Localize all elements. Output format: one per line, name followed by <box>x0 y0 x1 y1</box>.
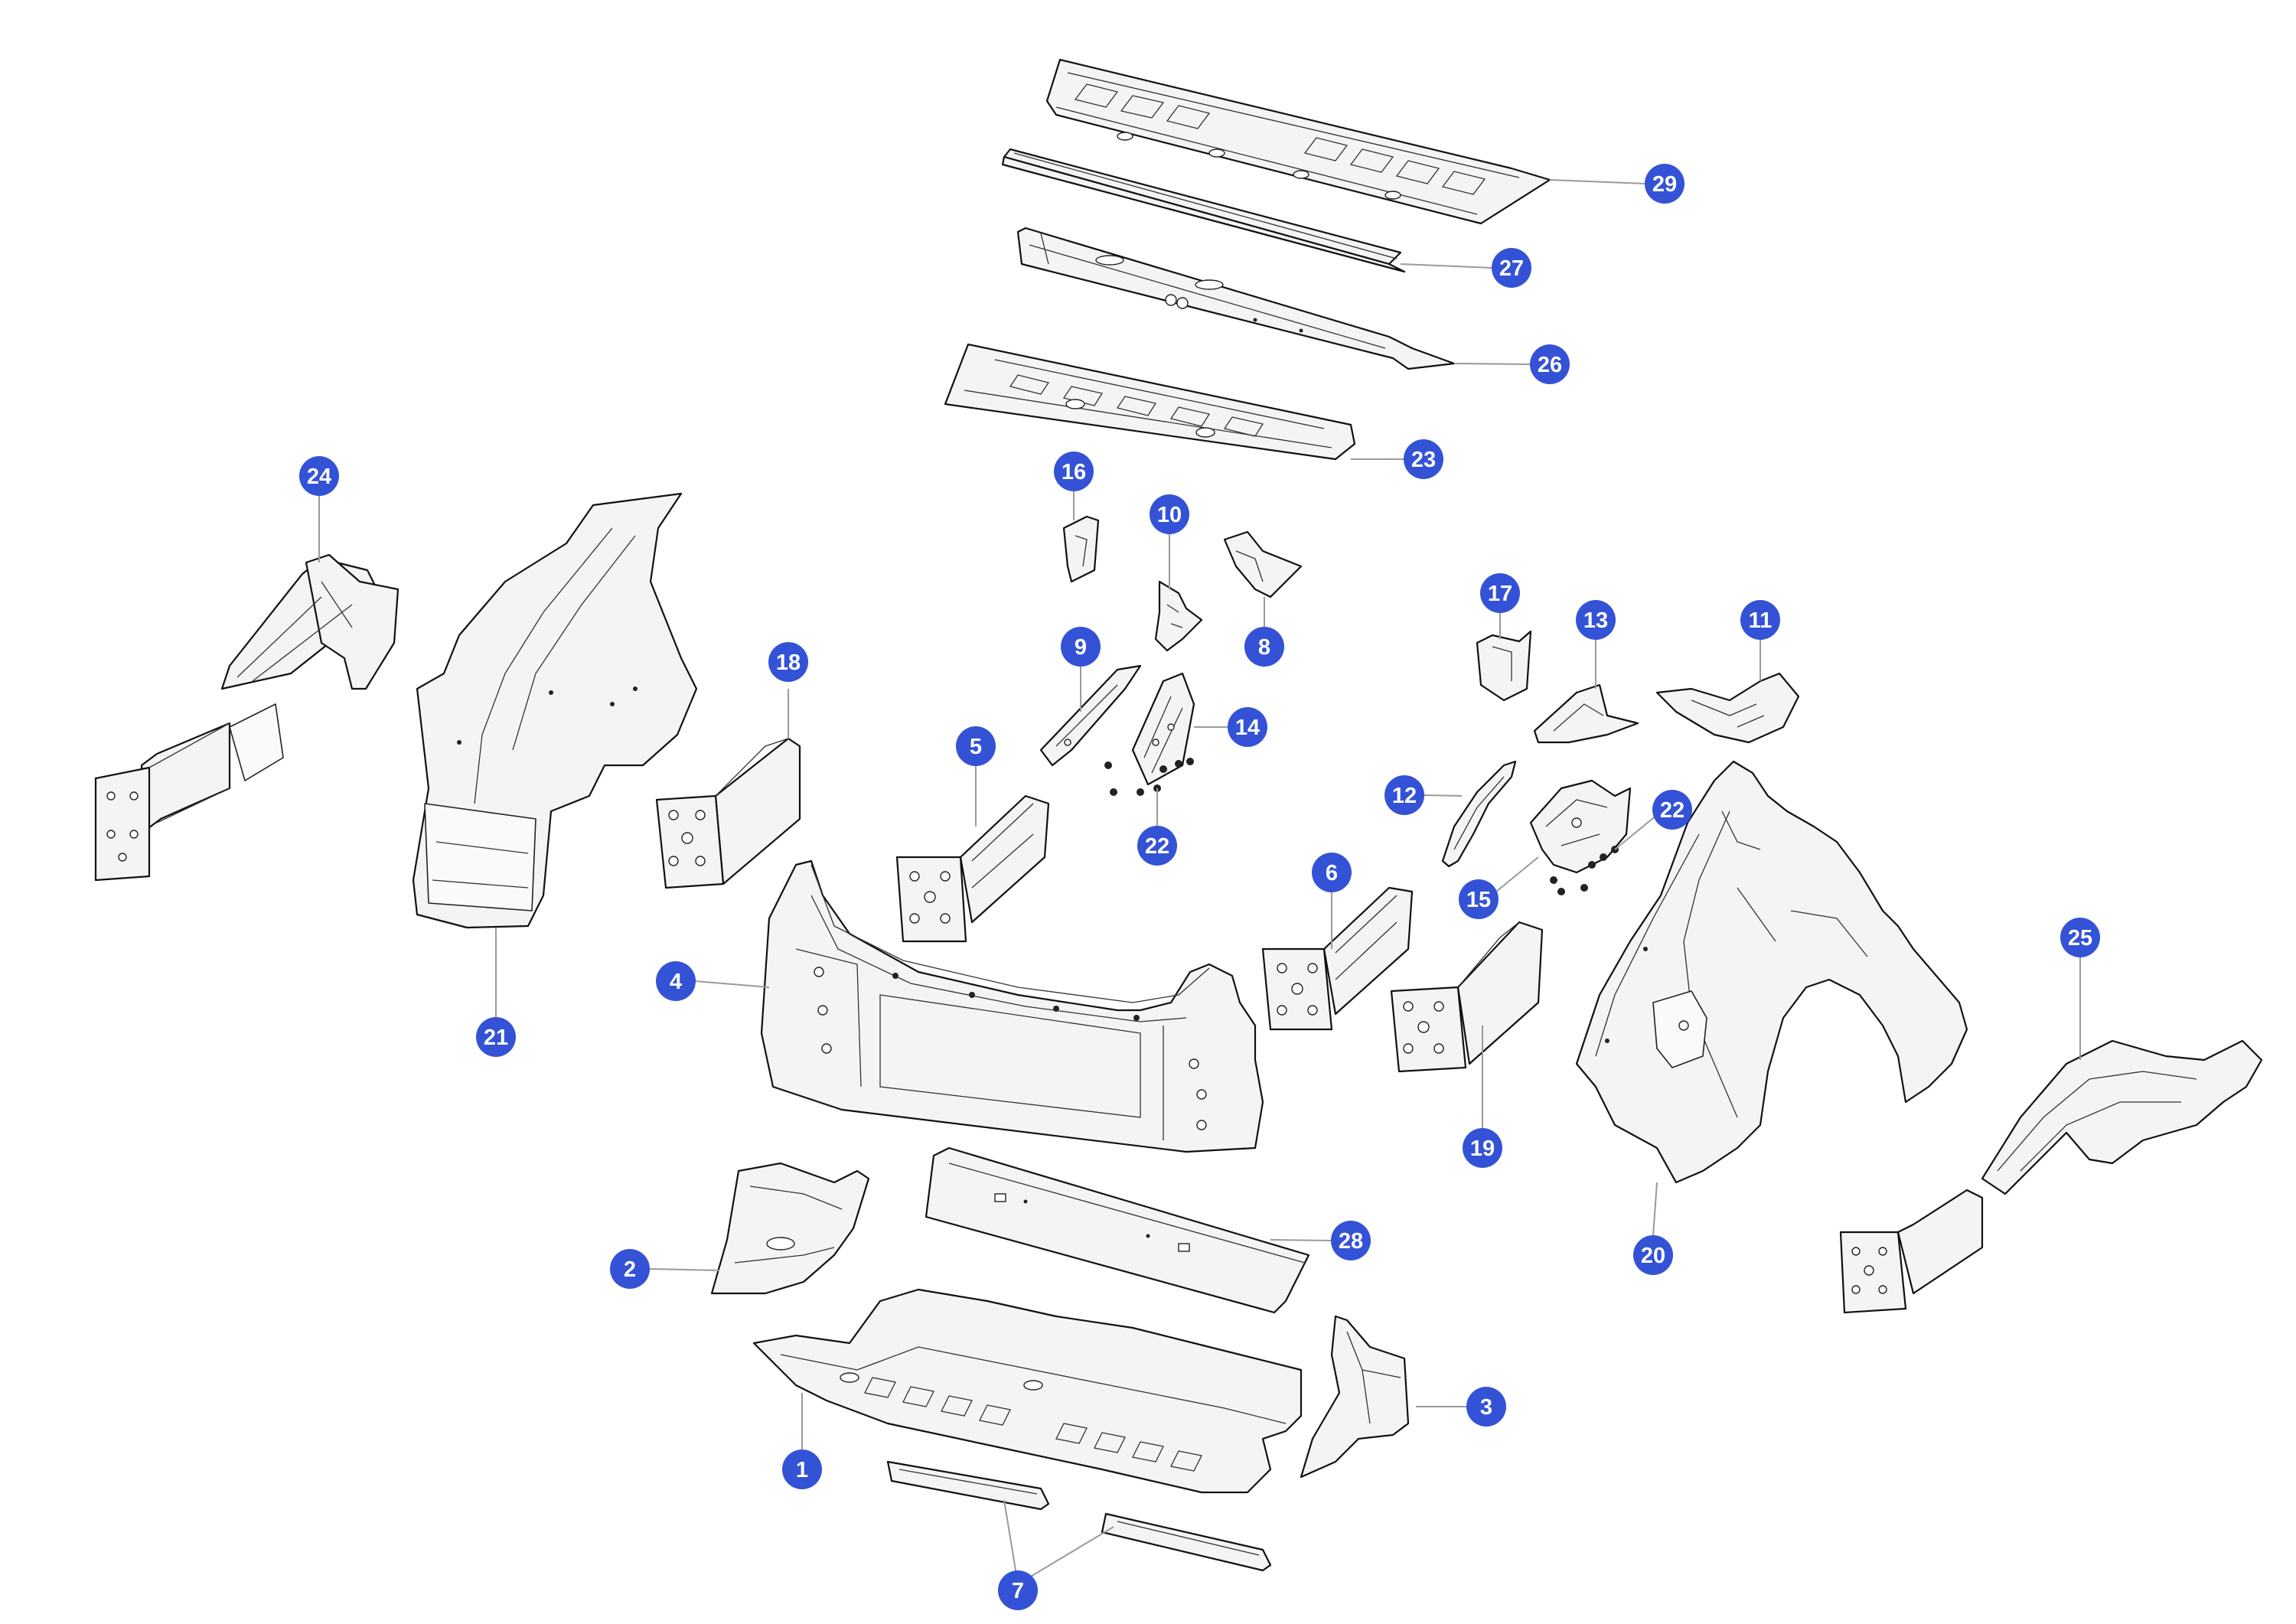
callout-8[interactable]: 8 <box>1244 627 1284 667</box>
callout-5[interactable]: 5 <box>956 726 996 766</box>
callout-18[interactable]: 18 <box>768 642 808 682</box>
callout-2[interactable]: 2 <box>610 1249 650 1289</box>
callout-12[interactable]: 12 <box>1384 775 1424 815</box>
part-19-crash-box <box>1390 921 1544 1073</box>
part-8-bracket <box>1223 530 1303 598</box>
part-14-bracket <box>1131 672 1195 786</box>
part-4-rear-panel <box>760 859 1264 1153</box>
callout-29[interactable]: 29 <box>1645 164 1684 204</box>
callout-22-center[interactable]: 22 <box>1137 826 1177 866</box>
svg-text:29: 29 <box>1652 172 1677 197</box>
svg-text:1: 1 <box>796 1458 808 1482</box>
svg-text:3: 3 <box>1480 1395 1492 1420</box>
svg-text:16: 16 <box>1062 460 1086 484</box>
svg-text:9: 9 <box>1075 635 1087 660</box>
part-2-bracket <box>710 1162 870 1295</box>
part-26-cross-member <box>1016 227 1456 370</box>
callout-7[interactable]: 7 <box>998 1570 1038 1610</box>
part-3-bracket <box>1300 1315 1410 1479</box>
svg-text:23: 23 <box>1411 448 1436 472</box>
callout-16[interactable]: 16 <box>1054 452 1094 491</box>
svg-text:28: 28 <box>1339 1229 1363 1254</box>
svg-text:25: 25 <box>2068 926 2092 951</box>
part-11-bracket <box>1655 672 1800 744</box>
part-29-trim-panel <box>1045 58 1551 225</box>
svg-text:19: 19 <box>1470 1136 1495 1161</box>
callout-27[interactable]: 27 <box>1492 248 1531 288</box>
svg-text:27: 27 <box>1499 256 1524 281</box>
part-23-floor-panel <box>944 343 1356 461</box>
svg-text:8: 8 <box>1258 635 1270 660</box>
callout-24[interactable]: 24 <box>299 456 339 496</box>
part-18-crash-box <box>655 737 801 889</box>
part-27-sill-strip <box>1001 148 1406 273</box>
part-6-crash-box <box>1261 886 1414 1031</box>
callout-10[interactable]: 10 <box>1150 494 1189 534</box>
callout-11[interactable]: 11 <box>1740 600 1780 640</box>
callout-25[interactable]: 25 <box>2060 918 2100 957</box>
part-20-right-wheelhouse <box>1575 760 1968 1184</box>
svg-text:2: 2 <box>624 1257 636 1282</box>
callout-4[interactable]: 4 <box>656 961 696 1001</box>
callout-19[interactable]: 19 <box>1463 1128 1502 1168</box>
svg-text:4: 4 <box>670 970 682 994</box>
svg-text:5: 5 <box>970 735 982 759</box>
part-9-bracket <box>1039 664 1142 767</box>
callout-26[interactable]: 26 <box>1530 344 1570 384</box>
callout-9[interactable]: 9 <box>1061 627 1101 667</box>
part-17-bracket <box>1476 630 1532 702</box>
svg-text:17: 17 <box>1488 582 1512 606</box>
part-15-bracket <box>1529 779 1632 874</box>
svg-text:22: 22 <box>1660 798 1684 823</box>
part-1-floor-pan <box>752 1288 1303 1494</box>
callouts: 29 27 26 23 24 16 10 8 9 14 5 22 18 17 1… <box>299 164 2100 1610</box>
part-25-right-rail <box>1839 1039 2263 1314</box>
svg-text:13: 13 <box>1583 608 1608 633</box>
callout-14[interactable]: 14 <box>1228 707 1267 747</box>
svg-text:20: 20 <box>1641 1244 1665 1268</box>
svg-text:15: 15 <box>1466 888 1491 912</box>
svg-text:18: 18 <box>776 651 801 675</box>
svg-text:22: 22 <box>1145 834 1169 859</box>
svg-text:10: 10 <box>1157 503 1182 527</box>
part-24-left-rail <box>94 553 400 882</box>
callout-23[interactable]: 23 <box>1404 439 1443 479</box>
svg-text:12: 12 <box>1392 784 1417 808</box>
svg-text:7: 7 <box>1012 1579 1024 1603</box>
callout-13[interactable]: 13 <box>1576 600 1616 640</box>
part-21-left-wheelhouse <box>412 492 698 929</box>
callout-20[interactable]: 20 <box>1633 1235 1673 1275</box>
svg-text:24: 24 <box>307 465 331 489</box>
part-12-bracket <box>1441 760 1517 868</box>
part-28-cross-member <box>925 1146 1310 1314</box>
callout-3[interactable]: 3 <box>1466 1387 1506 1427</box>
callout-1[interactable]: 1 <box>782 1450 822 1489</box>
callout-15[interactable]: 15 <box>1459 879 1499 919</box>
callout-28[interactable]: 28 <box>1331 1221 1371 1260</box>
svg-text:11: 11 <box>1749 608 1773 633</box>
part-10-bracket <box>1154 580 1203 652</box>
svg-text:14: 14 <box>1235 716 1260 740</box>
callout-21[interactable]: 21 <box>476 1017 516 1057</box>
part-5-crash-box <box>895 794 1050 943</box>
svg-text:26: 26 <box>1538 353 1562 377</box>
part-16-bracket <box>1062 515 1100 583</box>
callout-6[interactable]: 6 <box>1312 853 1352 892</box>
callout-22-right[interactable]: 22 <box>1652 790 1692 830</box>
part-7-strips <box>886 1460 1272 1572</box>
svg-text:21: 21 <box>484 1026 508 1050</box>
svg-text:6: 6 <box>1326 861 1338 885</box>
callout-17[interactable]: 17 <box>1480 573 1520 613</box>
part-13-bracket <box>1533 683 1639 744</box>
